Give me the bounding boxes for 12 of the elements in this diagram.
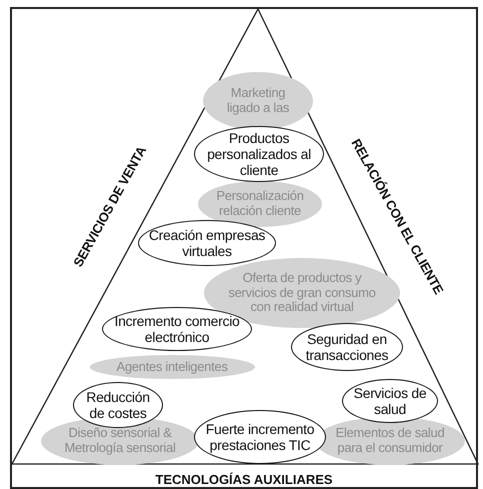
outlined-ellipse: Fuerte incremento prestaciones TIC — [194, 410, 326, 464]
outlined-ellipse: Productos personalizados al cliente — [194, 126, 324, 182]
outlined-ellipse: Creación empresas virtuales — [138, 220, 276, 266]
outlined-ellipse: Seguridad en transacciones — [291, 323, 403, 371]
shaded-ellipse: Diseño sensorial & Metrología sensorial — [41, 417, 199, 465]
shaded-ellipse: Marketing ligado a las — [203, 72, 313, 130]
outlined-ellipse: Reducción de costes — [73, 382, 163, 428]
shaded-ellipse: Personalización relación cliente — [198, 181, 322, 227]
outlined-ellipse: Servicios de salud — [342, 379, 438, 423]
base-label: TECNOLOGÍAS AUXILIARES — [155, 472, 333, 487]
shaded-ellipse: Agentes inteligentes — [90, 355, 254, 379]
outlined-ellipse: Incremento comercio electrónico — [102, 307, 252, 351]
